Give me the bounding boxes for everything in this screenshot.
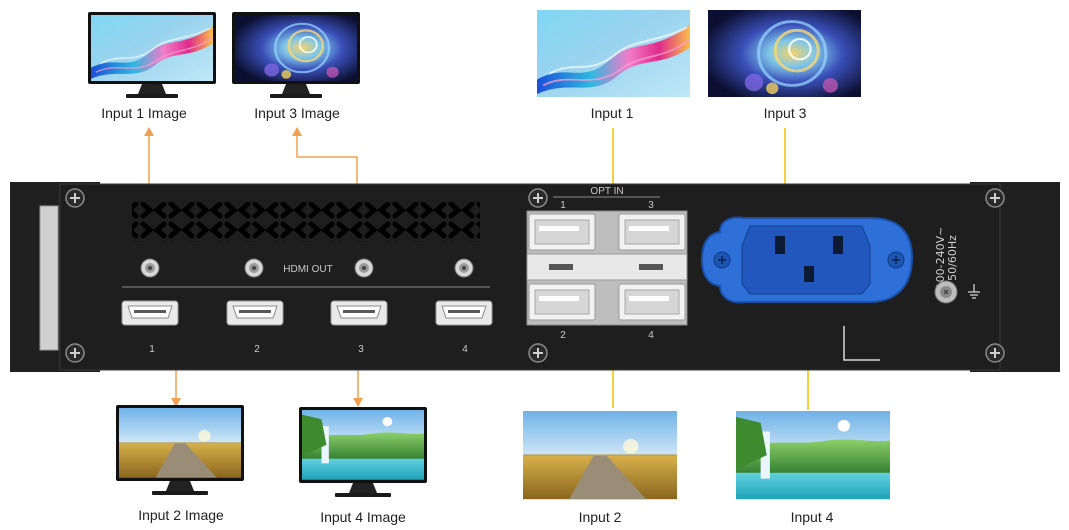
opt-port-2[interactable] — [528, 283, 596, 321]
opt-port-number: 2 — [560, 330, 566, 341]
monitor-input3-image — [232, 12, 360, 98]
bnc-connector — [454, 258, 474, 278]
arrow-down-icon — [353, 398, 363, 407]
opt-in-label: OPT IN — [590, 186, 623, 197]
hdmi-port-number: 1 — [149, 344, 155, 355]
hdmi-out-label: HDMI OUT — [283, 264, 332, 275]
arrow-down-icon — [171, 398, 181, 407]
ground-terminal[interactable] — [934, 280, 958, 304]
rack-ear-cutout-left — [39, 205, 59, 351]
input4-label: Input 4 — [791, 509, 834, 525]
hdmi-port-number: 2 — [254, 344, 260, 355]
power-socket[interactable] — [700, 216, 914, 304]
vent-grille — [132, 202, 480, 242]
screw-icon — [985, 343, 1005, 363]
input2-label: Input 2 — [579, 509, 622, 525]
ac-voltage-label: 100-240V~ — [934, 227, 947, 290]
input4-image-label: Input 4 Image — [320, 509, 406, 525]
opt-port-1[interactable] — [528, 213, 596, 251]
monitor-input4-image — [299, 407, 427, 497]
screw-icon — [985, 188, 1005, 208]
hdmi-port-4[interactable] — [435, 300, 493, 326]
screw-icon — [528, 188, 548, 208]
hdmi-port-number: 4 — [462, 344, 468, 355]
arrow-heads — [144, 127, 363, 407]
bnc-connector — [354, 258, 374, 278]
arrow-up-icon — [144, 127, 154, 136]
hdmi-port-3[interactable] — [330, 300, 388, 326]
source-input3-picture — [706, 8, 863, 99]
device-rear-panel: HDMI OUT 1 2 3 4 OPT IN 1 3 2 4 — [10, 182, 1060, 372]
arrow-up-icon — [292, 127, 302, 136]
hdmi-port-number: 3 — [358, 344, 364, 355]
opt-port-3[interactable] — [618, 213, 686, 251]
source-input2-picture — [522, 410, 678, 500]
bnc-connector — [244, 258, 264, 278]
screw-icon — [65, 343, 85, 363]
input2-image-label: Input 2 Image — [138, 507, 224, 523]
bnc-connector — [140, 258, 160, 278]
screw-icon — [528, 343, 548, 363]
opt-port-number: 4 — [648, 330, 654, 341]
ac-frequency-label: 50/60Hz — [946, 235, 959, 281]
source-input4-picture — [736, 411, 890, 500]
input3-label: Input 3 — [764, 105, 807, 121]
corner-mark — [843, 326, 880, 361]
opt-port-4[interactable] — [618, 283, 686, 321]
ground-icon — [968, 284, 980, 299]
source-input1-picture — [535, 8, 692, 99]
hdmi-port-2[interactable] — [226, 300, 284, 326]
opt-port-number: 1 — [560, 200, 566, 211]
input3-image-label: Input 3 Image — [254, 105, 340, 121]
opt-port-number: 3 — [648, 200, 654, 211]
monitor-input1-image — [88, 12, 216, 98]
hdmi-port-1[interactable] — [121, 300, 179, 326]
ac-rating: 100-240V~ 50/60Hz — [934, 227, 959, 290]
input1-label: Input 1 — [591, 105, 634, 121]
input1-image-label: Input 1 Image — [101, 105, 187, 121]
screw-icon — [65, 188, 85, 208]
monitor-input2-image — [116, 405, 244, 495]
